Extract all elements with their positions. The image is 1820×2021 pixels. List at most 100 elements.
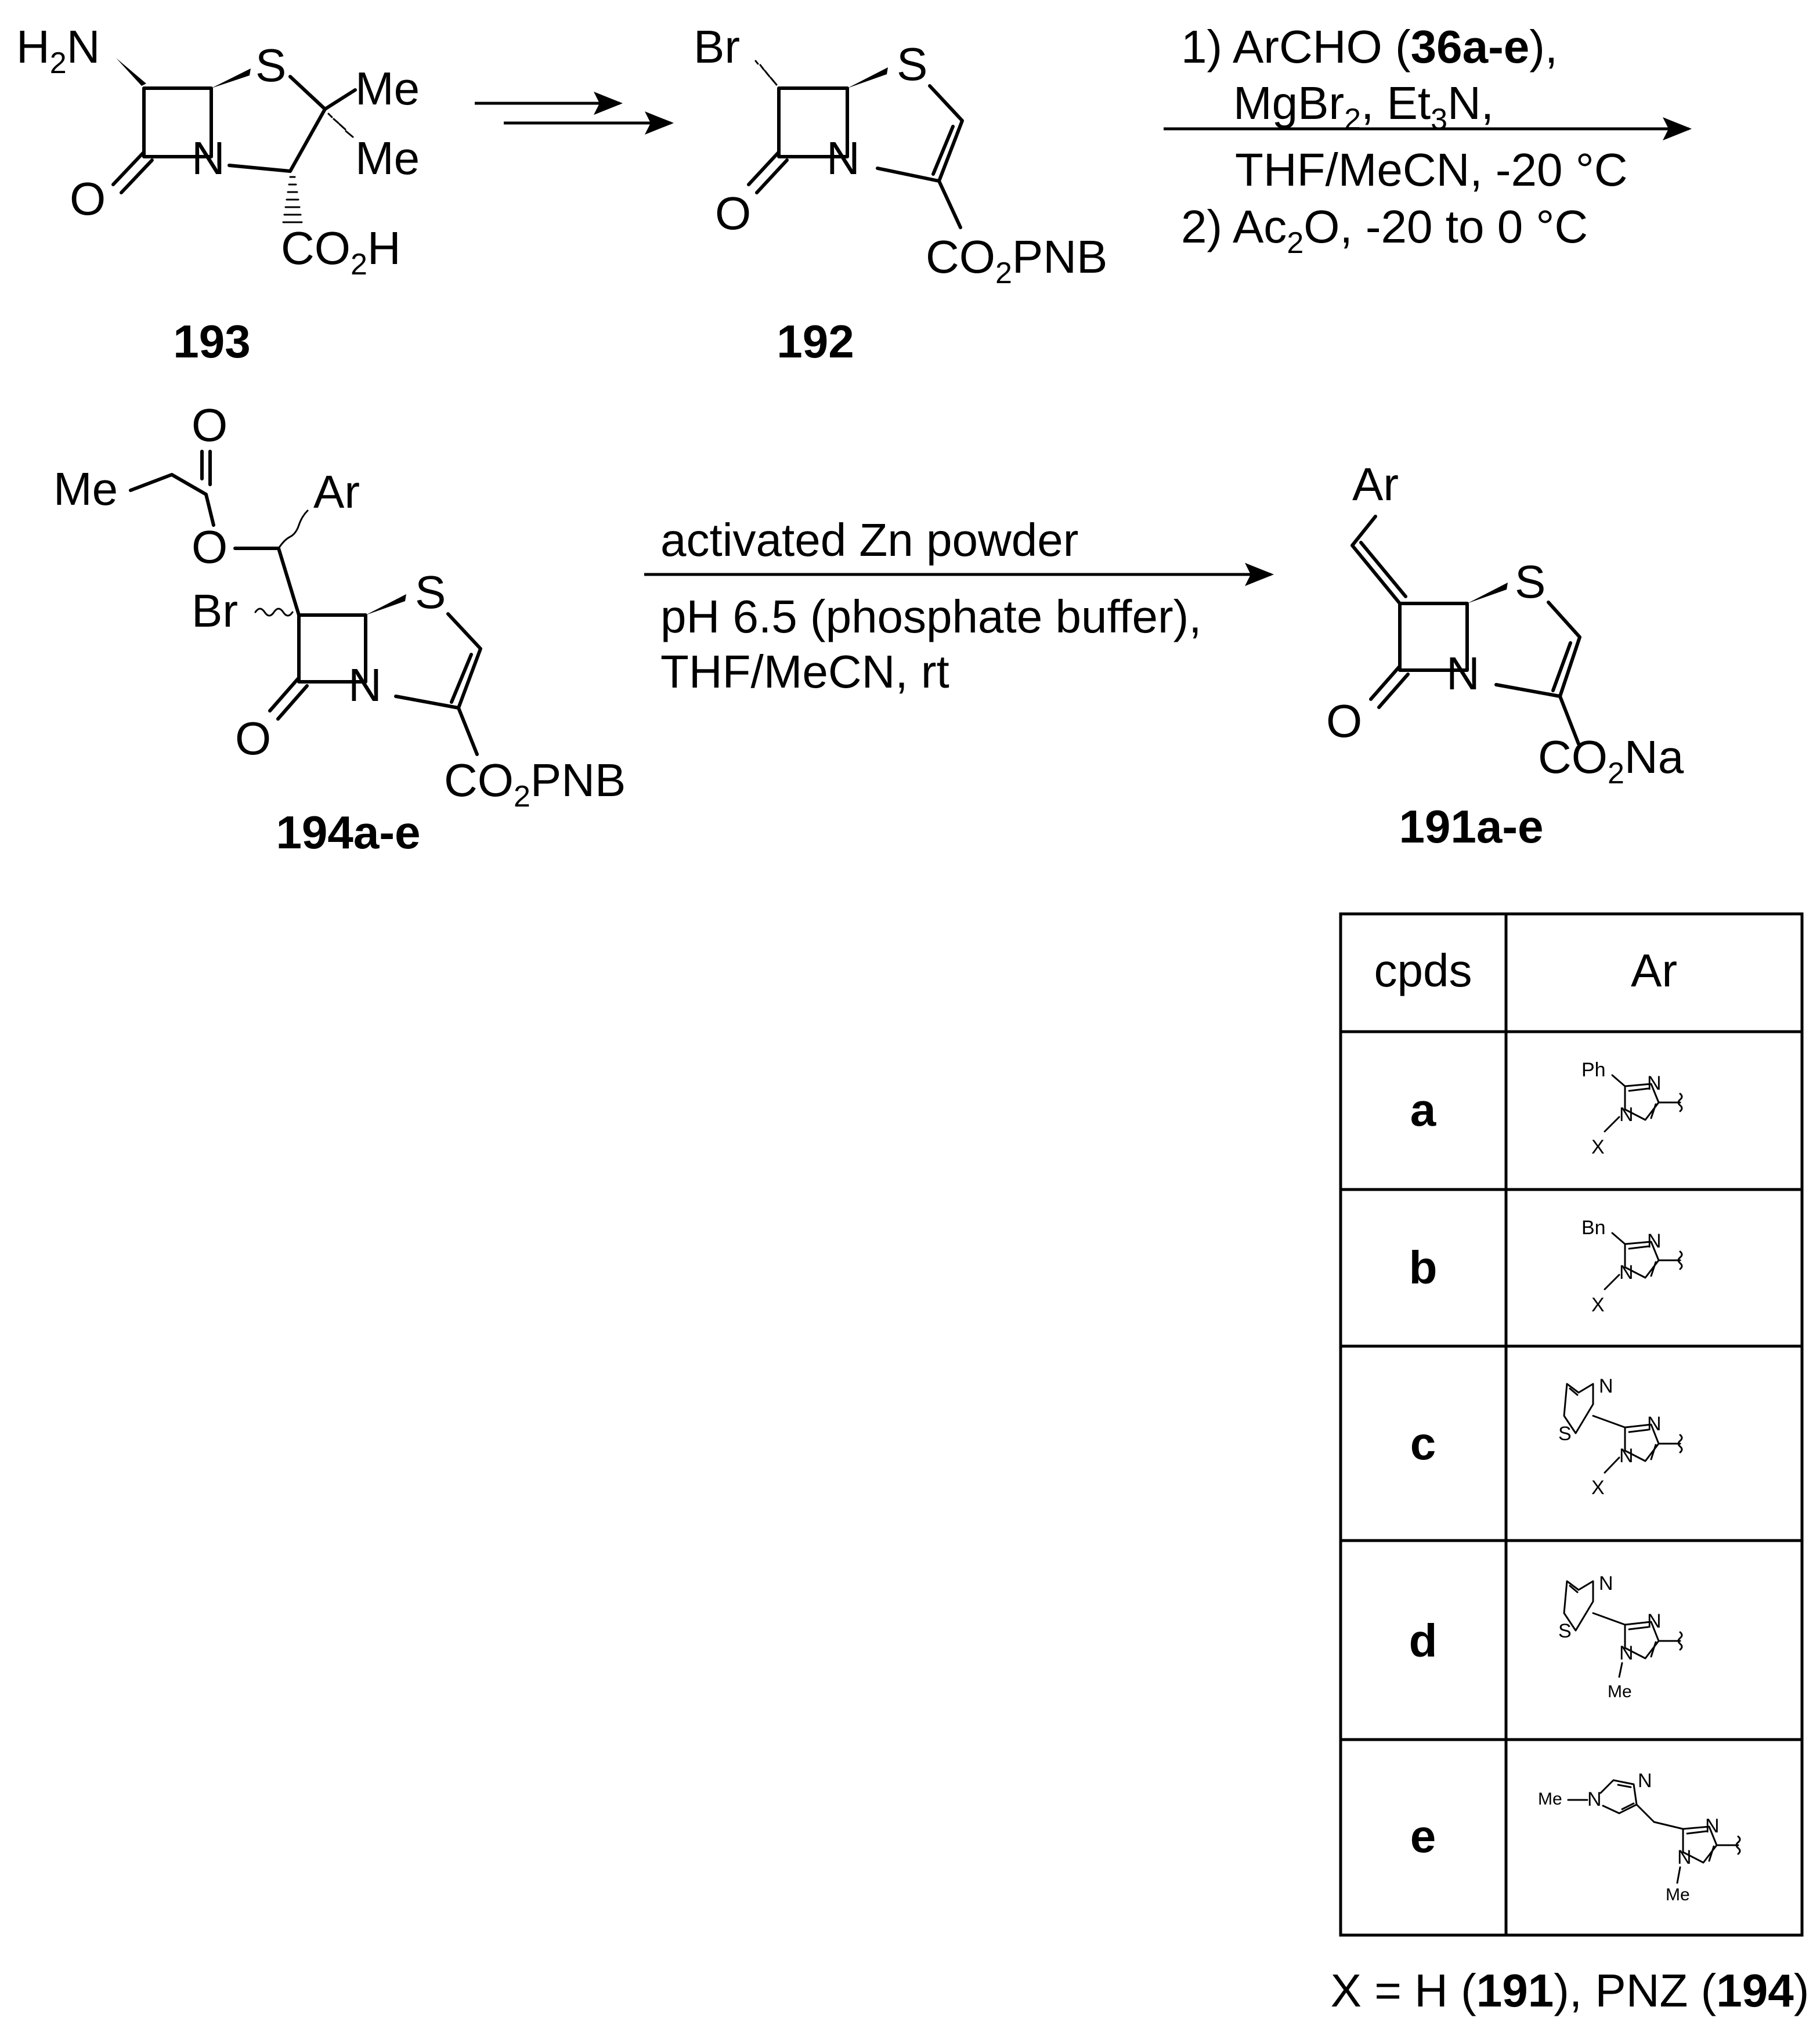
- step2-conditions: 1) ArCHO (36a-e), MgBr2, Et3N, THF/MeCN,…: [1164, 21, 1692, 260]
- ring-double-bond: [450, 653, 473, 704]
- carbonyl-oxygen: O: [1326, 695, 1362, 747]
- x-label: X: [1591, 1294, 1605, 1316]
- methyl-bond: [1676, 1866, 1681, 1884]
- x-bond: [1604, 1456, 1620, 1474]
- ring-nitrogen: N: [192, 132, 225, 184]
- x-bond: [1604, 1274, 1620, 1290]
- wedge-bond: [366, 594, 406, 615]
- imidazole-ring-outer: [1599, 1779, 1638, 1814]
- methyl-bond: [323, 88, 357, 111]
- ar-structure-a: Ph N N X: [1581, 1059, 1683, 1158]
- compound-label: 191a-e: [1399, 801, 1543, 852]
- amine-label: H2N: [16, 21, 100, 80]
- condition-line-1: 1) ArCHO (36a-e),: [1181, 21, 1558, 73]
- ring-sulfur: S: [255, 39, 286, 91]
- beta-lactam-ring: [142, 86, 213, 158]
- table-footnote: X = H (191), PNZ (194): [1331, 1965, 1810, 2016]
- phenyl-label: Ph: [1581, 1059, 1606, 1081]
- thiazolidine-bonds: [228, 75, 327, 173]
- benzyl-label: Bn: [1581, 1217, 1606, 1239]
- ester-label: CO2PNB: [444, 754, 626, 814]
- ester-bond: [937, 179, 962, 229]
- attachment-bond: [1716, 1835, 1741, 1855]
- condition-line-4: 2) Ac2O, -20 to 0 °C: [1181, 201, 1588, 260]
- thiazole-s-label: S: [1558, 1423, 1572, 1445]
- wedge-bond: [1467, 583, 1508, 603]
- compound-label: 194a-e: [276, 807, 420, 858]
- thiazole-ring: [1563, 1383, 1594, 1434]
- row-id: a: [1410, 1084, 1436, 1136]
- carbonyl-oxygen: O: [235, 713, 271, 764]
- condition-line-3: THF/MeCN, -20 °C: [1235, 144, 1627, 196]
- wedge-bond: [847, 67, 888, 88]
- thiazoline-bonds: [876, 84, 964, 183]
- x-label: X: [1591, 1477, 1605, 1499]
- ring-sulfur: S: [1515, 556, 1545, 608]
- ring-n1-label: N: [1619, 1261, 1634, 1284]
- thiazole-ring: [1563, 1580, 1594, 1632]
- attachment-bond: [1658, 1434, 1683, 1454]
- ring-n-label: N: [1647, 1610, 1662, 1632]
- ring-double-bond: [1551, 641, 1572, 692]
- methyl-label: Me: [355, 63, 420, 114]
- ring-double-bond: [931, 125, 955, 176]
- ring-nitrogen: N: [348, 659, 382, 711]
- column-header-ar: Ar: [1631, 945, 1677, 996]
- ar-structure-e: Me N N N N Me: [1538, 1770, 1741, 1904]
- condition-line-2: MgBr2, Et3N,: [1233, 77, 1494, 136]
- compound-192: Br O N S CO2PNB 192: [694, 21, 1107, 367]
- row-id: b: [1409, 1242, 1438, 1293]
- thiazoline-bonds: [394, 612, 482, 710]
- ring-n-label: N: [1647, 1230, 1662, 1252]
- carbonyl-double-bond: [268, 676, 309, 721]
- beta-lactam-ring: [777, 86, 849, 158]
- beta-lactam-ring: [1398, 602, 1469, 672]
- ring-n-label: N: [1638, 1770, 1652, 1792]
- row-id: c: [1410, 1418, 1436, 1469]
- attachment-bond: [1658, 1631, 1683, 1651]
- carbonyl-double-bond: [747, 150, 789, 194]
- hashed-methyl-bond: [327, 113, 354, 138]
- hashed-carboxyl-bond: [282, 176, 303, 223]
- condition-line-1: activated Zn powder: [660, 514, 1078, 566]
- carboxylate-bond: [1558, 695, 1580, 746]
- methyl-label: Me: [355, 132, 420, 184]
- ring-sulfur: S: [897, 38, 927, 90]
- acetyl-carbonyl: [200, 450, 212, 486]
- exocyclic-double-bond: [1350, 515, 1407, 605]
- row-id: d: [1409, 1615, 1438, 1666]
- acetyl-bonds: [129, 473, 215, 527]
- ring-nitrogen: N: [826, 132, 860, 184]
- methyl-bond: [1618, 1662, 1623, 1678]
- ring-n-label: N: [1647, 1072, 1662, 1094]
- ring-n1-label: N: [1619, 1642, 1634, 1664]
- wedge-bond: [116, 58, 146, 86]
- substituent-table: cpds Ar a b c d e Ph N N X Bn N N X: [1331, 912, 1810, 2016]
- thiazole-n-label: N: [1599, 1375, 1613, 1397]
- aryl-label: Ar: [313, 466, 360, 518]
- carbonyl-double-bond: [111, 150, 154, 194]
- ring-n-label: N: [1705, 1815, 1720, 1837]
- methyl-label: Me: [1666, 1885, 1690, 1904]
- ar-structure-c: N S N N X: [1558, 1375, 1683, 1499]
- condition-line-2: pH 6.5 (phosphate buffer),: [660, 591, 1201, 642]
- hashed-bromo-bond: [754, 60, 778, 86]
- bromine-label: Br: [694, 21, 740, 73]
- attachment-bond: [1658, 1093, 1683, 1112]
- compound-label: 192: [777, 316, 854, 367]
- ring-n1-label: N: [1619, 1104, 1634, 1126]
- ring-sulfur: S: [415, 566, 446, 618]
- ring-n1-label: N: [1619, 1445, 1634, 1467]
- benzylic-bonds: [233, 547, 301, 617]
- thiazole-s-label: S: [1558, 1620, 1572, 1642]
- condition-line-3: THF/MeCN, rt: [660, 646, 949, 697]
- carbonyl-oxygen: O: [70, 173, 106, 225]
- compound-194: O Me O Ar Br O N S CO2PNB 194a-e: [53, 399, 626, 858]
- compound-label: 193: [173, 316, 250, 367]
- ar-structure-d: N S N N Me: [1558, 1572, 1683, 1701]
- ring-methyl-label: Me: [1538, 1789, 1562, 1809]
- x-bond: [1604, 1116, 1620, 1133]
- wedge-bond: [211, 68, 251, 88]
- biaryl-bond: [1635, 1803, 1655, 1823]
